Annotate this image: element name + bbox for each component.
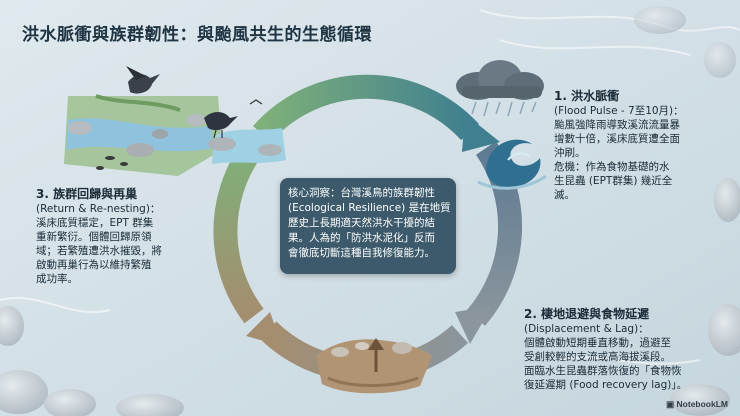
brand-icon: ▣	[666, 399, 677, 409]
stage-title: 1. 洪水脈衝	[554, 89, 620, 103]
bird-icon	[126, 66, 160, 94]
riverbed-scene-icon	[316, 338, 432, 394]
stage-line: (Displacement & Lag)：	[524, 323, 649, 335]
core-line: 歷史上長期適天然洪水干擾的結	[288, 217, 435, 229]
stage-line: 颱風強降雨導致溪流流量暴	[554, 119, 680, 131]
stage-line: 復延遲期 (Food recovery lag)」。	[524, 379, 688, 391]
stage-line: 面臨水生昆蟲群落恢復的「食物恢	[524, 365, 682, 377]
stage-line: 增數十倍，溪床底質遭全面	[554, 133, 680, 145]
core-line: (Ecological Resilience) 是在地質	[288, 202, 451, 214]
brand-logo: ▣ NotebookLM	[666, 399, 728, 410]
core-line: 核心洞察：台灣溪鳥的族群韌性	[288, 187, 435, 199]
stage-line: 域；若繁殖遭洪水摧毀，將	[36, 245, 162, 257]
stage-line: 沖刷。	[554, 147, 586, 159]
stage-line: 滅。	[554, 189, 575, 201]
page-title: 洪水脈衝與族群韌性：與颱風共生的生態循環	[22, 25, 372, 45]
stage-displacement-lag: 2. 棲地退避與食物延遲 (Displacement & Lag)： 個體啟動短…	[524, 306, 734, 392]
stage-line: 重新繁衍。個體回歸原領	[36, 231, 152, 243]
stage-return-renesting: 3. 族群回歸與再巢 (Return & Re-nesting)： 溪床底質穩定…	[36, 186, 196, 286]
stage-title: 3. 族群回歸與再巢	[36, 187, 138, 201]
core-insight-box: 核心洞察：台灣溪鳥的族群韌性 (Ecological Resilience) 是…	[280, 178, 456, 274]
stream-scene-icon	[64, 94, 222, 176]
stage-line: (Return & Re-nesting)：	[36, 203, 161, 215]
ring-arrow-left	[213, 145, 264, 324]
riverside-scene-icon	[204, 99, 286, 164]
stage-line: 成功率。	[36, 273, 78, 285]
brand-label: NotebookLM	[676, 399, 728, 409]
stage-line: 受創較輕的支流或高海拔溪段。	[524, 351, 671, 363]
core-line: 果。人為的「防洪水泥化」反而	[288, 232, 435, 244]
stage-line: 啟動再巢行為以維持繁殖	[36, 259, 152, 271]
stage-line: 溪床底質穩定，EPT 群集	[36, 217, 154, 229]
ring-arrow-top	[253, 74, 479, 143]
stage-line: 個體啟動短期垂直移動，過避至	[524, 337, 671, 349]
stage-title: 2. 棲地退避與食物延遲	[524, 307, 650, 321]
stage-line: 生昆蟲 (EPT群集) 幾近全	[554, 175, 673, 187]
stage-line: (Flood Pulse - 7至10月)：	[554, 105, 684, 117]
pebbles-decor	[0, 6, 740, 416]
stage-line: 危機：作為食物基礎的水	[554, 161, 670, 173]
core-line: 會徹底切斷這種自我修復能力。	[288, 247, 435, 259]
stage-flood-pulse: 1. 洪水脈衝 (Flood Pulse - 7至10月)： 颱風強降雨導致溪流…	[554, 88, 729, 202]
storm-cloud-icon	[456, 60, 544, 117]
wave-icon	[477, 139, 547, 190]
